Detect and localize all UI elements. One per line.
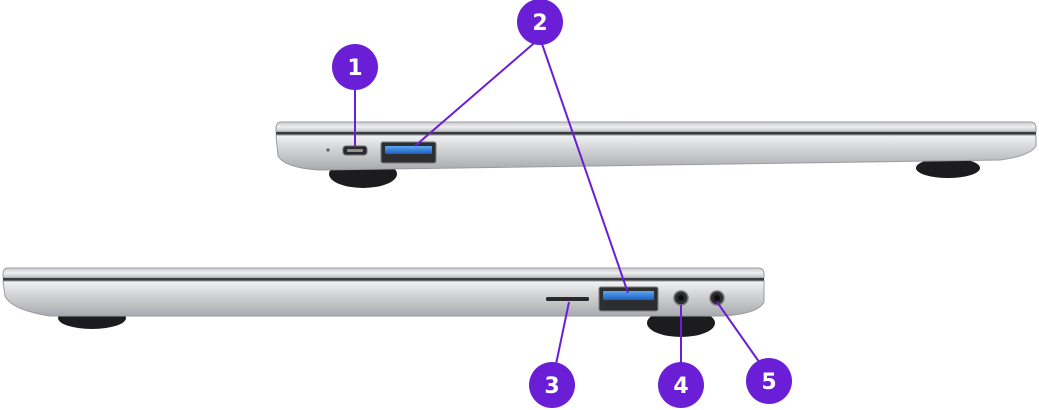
dc-power-jack-hole bbox=[714, 295, 720, 301]
laptop-lid bbox=[2, 267, 765, 279]
laptop-lid bbox=[275, 121, 1037, 133]
lid-seam bbox=[276, 132, 1036, 135]
lid-seam bbox=[3, 278, 764, 281]
laptop-right-side bbox=[2, 267, 765, 337]
usb-a-port-left-tongue bbox=[385, 146, 432, 154]
callout-number: 5 bbox=[761, 370, 776, 395]
callout-number: 2 bbox=[532, 11, 547, 36]
callout-5: 5 bbox=[746, 358, 792, 404]
callout-1: 1 bbox=[332, 44, 378, 90]
rubber-foot bbox=[916, 158, 980, 178]
callout-number: 3 bbox=[544, 374, 559, 399]
callout-badge bbox=[332, 44, 378, 90]
leader-line-5 bbox=[716, 301, 763, 367]
callout-badge bbox=[658, 362, 704, 408]
callout-4: 4 bbox=[658, 362, 704, 408]
callout-badge bbox=[746, 358, 792, 404]
laptop-left-side bbox=[275, 121, 1037, 188]
leader-line-3 bbox=[554, 301, 570, 370]
callout-badge bbox=[529, 362, 575, 408]
callout-number: 4 bbox=[673, 374, 688, 399]
callout-number: 1 bbox=[347, 56, 362, 81]
usb-a-port-right-tongue bbox=[603, 291, 654, 300]
callout-badge bbox=[517, 0, 563, 45]
laptop-base bbox=[2, 280, 765, 317]
power-indicator-led bbox=[326, 148, 330, 152]
audio-jack-hole bbox=[678, 295, 684, 301]
laptop-base bbox=[275, 134, 1037, 171]
callout-3: 3 bbox=[529, 362, 575, 408]
leader-line-2a bbox=[414, 37, 541, 147]
micro-usb-contact bbox=[347, 149, 363, 152]
callout-2: 2 bbox=[517, 0, 563, 45]
leader-line-2b bbox=[539, 37, 629, 294]
leader-lines bbox=[354, 37, 763, 370]
micro-sd-slot bbox=[546, 297, 589, 301]
